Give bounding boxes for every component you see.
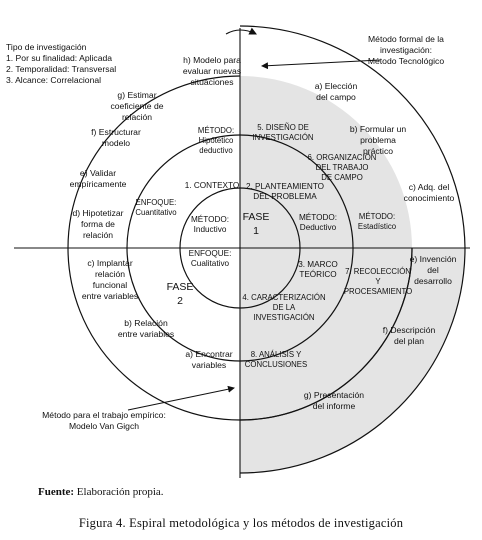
callout-arrow-formal (261, 59, 381, 70)
middle-ring-item-4: MÉTODO:Estadístico (358, 212, 397, 231)
figure-caption: Figura 4. Espiral metodológica y los mét… (0, 516, 482, 531)
rotation-arrow-icon (225, 27, 257, 35)
inner-ring-item-4: MÉTODO:Deductivo (299, 212, 337, 232)
middle-ring-item-8: ENFOQUE:Cuantitativo (135, 198, 177, 217)
callout-empirical-method: Método para el trabajo empírico:Modelo V… (42, 410, 166, 431)
ring-join-arc (239, 247, 413, 421)
source-caption: Fuente: Elaboración propia. (38, 486, 482, 498)
callout-arrow-empirico (127, 385, 235, 411)
inner-ring-item-6: ENFOQUE:Cualitativo (189, 249, 232, 268)
figure-label: Figura 4. (78, 516, 126, 530)
source-label: Fuente: (38, 486, 75, 498)
source-text: Elaboración propia. (74, 486, 164, 498)
figure-title: Espiral metodológica y los métodos de in… (125, 516, 404, 530)
inner-ring-item-1: 1. CONTEXTO (185, 181, 239, 190)
inner-shade (240, 162, 326, 333)
inner-ring-item-2: MÉTODO:Inductivo (191, 214, 229, 234)
